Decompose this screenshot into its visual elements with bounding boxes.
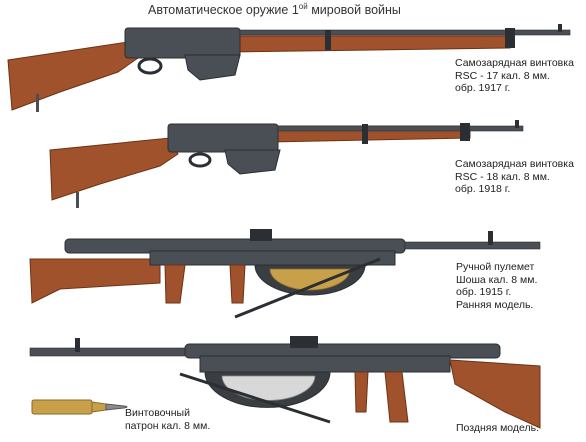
caption-line: Шоша кал. 8 мм. [456, 273, 538, 286]
title-suffix: мировой войны [307, 3, 401, 18]
caption-line: обр. 1915 г. [456, 286, 512, 298]
caption-line: Самозарядная винтовка [455, 158, 574, 170]
caption-line: Самозарядная винтовка [455, 57, 574, 69]
chauchat-late-illustration [29, 336, 541, 429]
page-title: Автоматическое оружие 1ой мировой войны [148, 2, 401, 17]
caption-rsc18: Самозарядная винтовка RSC - 18 кал. 8 мм… [455, 158, 574, 196]
chauchat-early-illustration [29, 229, 541, 319]
caption-line: Ручной пулемет [456, 261, 535, 273]
caption-rsc17: Самозарядная винтовка RSC - 17 кал. 8 мм… [455, 57, 574, 95]
rifle-rsc17-illustration [7, 24, 571, 112]
caption-cartridge: Винтовочный патрон кал. 8 мм. [125, 407, 210, 432]
caption-chauchat-early: Ручной пулемет Шоша кал. 8 мм. обр. 1915… [456, 261, 537, 311]
cartridge-illustration [31, 399, 128, 415]
title-prefix: Автоматическое оружие 1 [148, 3, 299, 18]
caption-line: RSC - 17 кал. 8 мм. [455, 69, 550, 82]
caption-chauchat-late: Поздняя модель. [456, 422, 539, 435]
rifle-rsc18-illustration [49, 120, 524, 208]
caption-line: RSC - 18 кал. 8 мм. [455, 170, 550, 183]
title-superscript: ой [298, 2, 308, 11]
caption-line: обр. 1918 г. [455, 183, 511, 195]
caption-line: Ранняя модель. [456, 298, 534, 311]
caption-line: Винтовочный [125, 407, 190, 419]
caption-line: обр. 1917 г. [455, 82, 511, 94]
caption-line: Поздняя модель. [456, 422, 540, 434]
caption-line: патрон кал. 8 мм. [125, 419, 211, 432]
